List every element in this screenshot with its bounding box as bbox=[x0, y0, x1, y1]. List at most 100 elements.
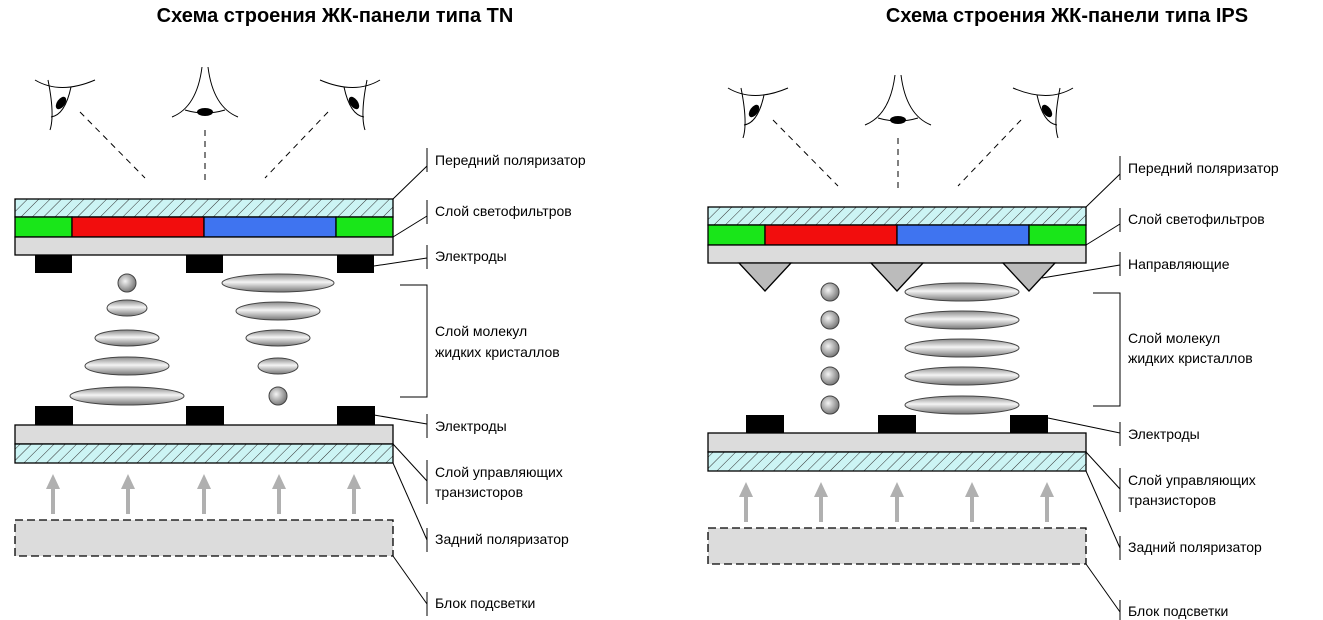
top-glass-plate bbox=[707, 244, 1087, 264]
leader-line bbox=[1085, 563, 1121, 613]
lc-bracket bbox=[1093, 292, 1121, 407]
bottom-electrode bbox=[1010, 415, 1048, 434]
lc-molecule-sphere bbox=[117, 273, 137, 293]
sight-line bbox=[79, 111, 146, 179]
lc-molecule bbox=[904, 338, 1020, 358]
tn-title: Схема строения ЖК-панели типа TN bbox=[157, 5, 514, 27]
light-arrow-icon bbox=[965, 482, 979, 522]
color-filter-red bbox=[71, 216, 205, 238]
lc-molecule bbox=[69, 386, 185, 406]
bottom-electrode bbox=[337, 406, 375, 425]
backlight-unit bbox=[14, 519, 394, 557]
eye-brow bbox=[1055, 87, 1061, 139]
label-transistors-line2: транзисторов bbox=[1128, 492, 1216, 508]
leader-line bbox=[392, 443, 428, 482]
eye-brow bbox=[319, 79, 381, 88]
light-arrow-icon bbox=[1040, 482, 1054, 522]
leader-line bbox=[1085, 223, 1121, 246]
label-lc-line2: жидких кристаллов bbox=[1128, 350, 1253, 366]
leader-line bbox=[1085, 451, 1121, 490]
eye-brow bbox=[900, 74, 932, 126]
guide-ridge bbox=[737, 262, 793, 292]
eye-pupil bbox=[748, 104, 760, 118]
lc-molecule-sphere bbox=[820, 338, 840, 358]
eye-brow bbox=[171, 66, 203, 118]
eye-brow bbox=[727, 87, 789, 96]
lc-molecule bbox=[257, 357, 299, 375]
top-electrode bbox=[35, 255, 72, 273]
arrow-head bbox=[347, 474, 361, 489]
label-lc-line1: Слой молекул bbox=[435, 323, 527, 339]
color-filter-green bbox=[1028, 224, 1087, 246]
eye-brow bbox=[740, 87, 746, 139]
leader-line bbox=[373, 414, 428, 425]
top-glass-plate bbox=[14, 236, 394, 256]
label-front-polarizer: Передний поляризатор bbox=[1128, 160, 1279, 176]
lc-molecule-sphere bbox=[268, 386, 288, 406]
light-arrow-icon bbox=[739, 482, 753, 522]
transistor-layer bbox=[707, 451, 1087, 472]
eye-brow bbox=[47, 79, 53, 131]
lc-molecule-sphere bbox=[820, 282, 840, 302]
label-color-filters: Слой светофильтров bbox=[435, 203, 572, 219]
label-transistors-line1: Слой управляющих bbox=[435, 464, 563, 480]
label-lc-line2: жидких кристаллов bbox=[435, 344, 560, 360]
lc-molecule bbox=[904, 366, 1020, 386]
leader-line bbox=[373, 257, 428, 267]
lc-bracket bbox=[400, 284, 428, 398]
arrow-head bbox=[890, 482, 904, 497]
eye-lid bbox=[343, 86, 365, 118]
top-electrode bbox=[186, 255, 223, 273]
lc-molecule bbox=[245, 329, 311, 347]
bottom-electrode bbox=[186, 406, 224, 425]
light-arrow-icon bbox=[121, 474, 135, 514]
light-arrow-icon bbox=[890, 482, 904, 522]
leader-line bbox=[1085, 470, 1121, 549]
leader-line bbox=[392, 555, 428, 605]
color-filter-blue bbox=[203, 216, 337, 238]
eye-brow bbox=[34, 79, 96, 88]
label-guides: Направляющие bbox=[1128, 256, 1230, 272]
lc-molecule bbox=[84, 356, 170, 376]
color-filter-green bbox=[14, 216, 73, 238]
label-color-filters: Слой светофильтров bbox=[1128, 211, 1265, 227]
lc-molecule-sphere bbox=[820, 395, 840, 415]
eye-icon bbox=[319, 79, 381, 131]
bottom-glass-plate bbox=[14, 424, 394, 445]
arrow-head bbox=[965, 482, 979, 497]
label-backlight: Блок подсветки bbox=[1128, 603, 1228, 619]
lc-molecule bbox=[235, 301, 321, 321]
label-rear-polarizer: Задний поляризатор bbox=[1128, 539, 1262, 555]
arrow-head bbox=[121, 474, 135, 489]
bottom-electrode bbox=[746, 415, 784, 434]
eye-pupil bbox=[55, 96, 67, 110]
light-arrow-icon bbox=[814, 482, 828, 522]
bottom-electrode bbox=[878, 415, 916, 434]
lc-molecule bbox=[904, 395, 1020, 415]
eye-icon bbox=[864, 74, 932, 126]
eye-pupil bbox=[348, 96, 360, 110]
arrow-head bbox=[739, 482, 753, 497]
label-transistors-line2: транзисторов bbox=[435, 484, 523, 500]
label-front-polarizer: Передний поляризатор bbox=[435, 152, 586, 168]
leader-line bbox=[1085, 173, 1121, 208]
lc-molecule-sphere bbox=[820, 310, 840, 330]
arrow-head bbox=[272, 474, 286, 489]
eye-lid bbox=[50, 86, 72, 118]
eye-pupil bbox=[1041, 104, 1053, 118]
top-electrode bbox=[337, 255, 374, 273]
lc-molecule bbox=[94, 329, 160, 347]
label-electrodes-top: Электроды bbox=[435, 248, 507, 264]
light-arrow-icon bbox=[272, 474, 286, 514]
eye-brow bbox=[362, 79, 368, 131]
eye-pupil bbox=[197, 108, 213, 116]
transistor-layer bbox=[14, 443, 394, 464]
guide-ridge bbox=[869, 262, 925, 292]
color-filter-red bbox=[764, 224, 898, 246]
sight-line bbox=[772, 119, 839, 187]
leader-line bbox=[392, 462, 428, 541]
eye-icon bbox=[34, 79, 96, 131]
eye-pupil bbox=[890, 116, 906, 124]
arrow-head bbox=[46, 474, 60, 489]
